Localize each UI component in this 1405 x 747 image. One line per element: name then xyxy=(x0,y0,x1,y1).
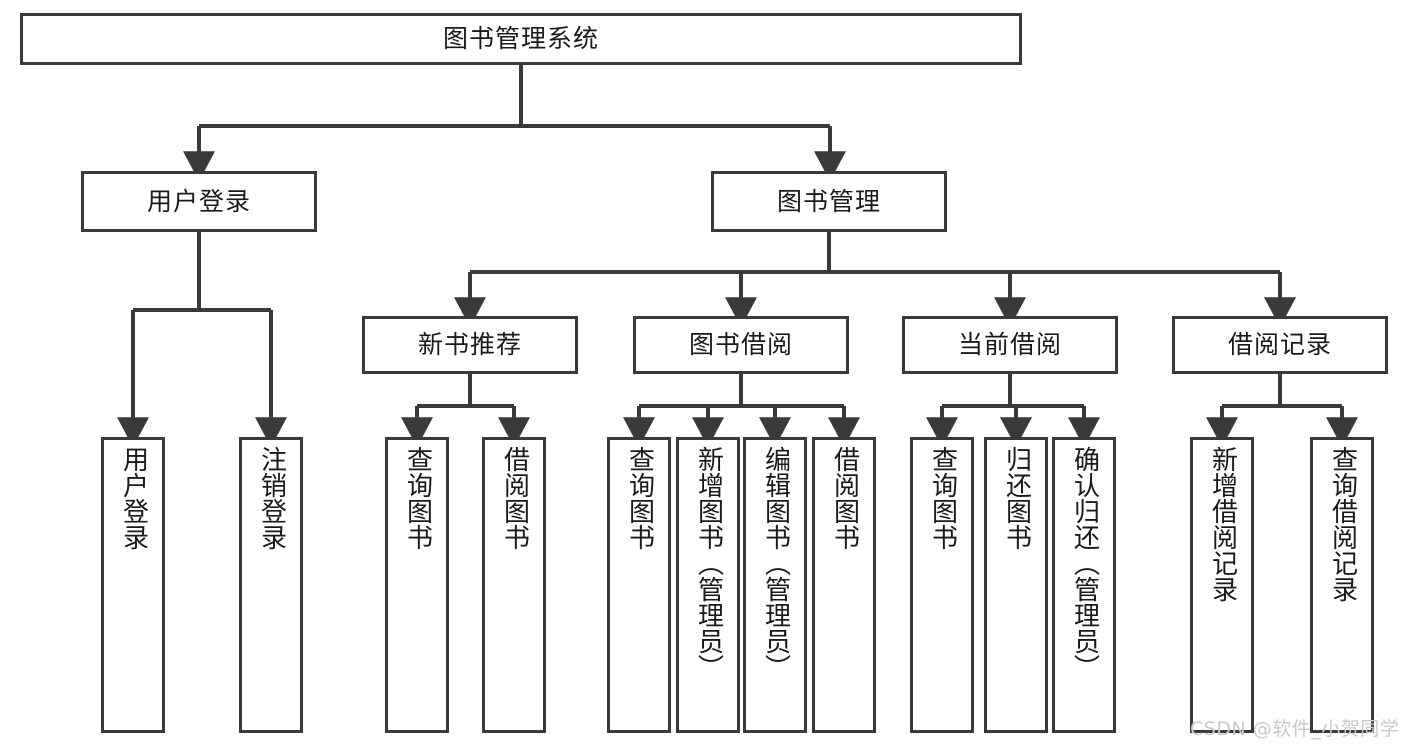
node-label: 注销登录 xyxy=(256,446,287,550)
node-leaf-借阅记录-新增借阅记录[interactable]: 新增借阅记录 xyxy=(1190,437,1254,733)
node-label: 确认归还（管理员） xyxy=(1069,446,1100,680)
node-level3-借阅记录[interactable]: 借阅记录 xyxy=(1172,316,1388,374)
node-leaf-用户登录-注销登录[interactable]: 注销登录 xyxy=(239,437,303,733)
node-label: 归还图书 xyxy=(1001,446,1032,550)
node-label: 查询借阅记录 xyxy=(1327,446,1358,602)
node-label: 用户登录 xyxy=(118,446,149,550)
node-leaf-新书推荐-借阅图书[interactable]: 借阅图书 xyxy=(482,437,546,733)
node-leaf-图书借阅-编辑图书（管理员）[interactable]: 编辑图书（管理员） xyxy=(743,437,807,733)
node-level2-图书管理[interactable]: 图书管理 xyxy=(711,171,947,232)
node-leaf-当前借阅-归还图书[interactable]: 归还图书 xyxy=(984,437,1048,733)
node-leaf-新书推荐-查询图书[interactable]: 查询图书 xyxy=(385,437,449,733)
node-leaf-当前借阅-确认归还（管理员）[interactable]: 确认归还（管理员） xyxy=(1052,437,1116,733)
node-label: 新增借阅记录 xyxy=(1207,446,1238,602)
node-label: 新书推荐 xyxy=(417,330,522,360)
node-leaf-图书借阅-新增图书（管理员）[interactable]: 新增图书（管理员） xyxy=(676,437,740,733)
node-label: 借阅图书 xyxy=(499,446,530,550)
node-leaf-用户登录-用户登录[interactable]: 用户登录 xyxy=(101,437,165,733)
node-level2-用户登录[interactable]: 用户登录 xyxy=(81,171,317,232)
node-label: 图书借阅 xyxy=(688,330,793,360)
node-label: 图书管理系统 xyxy=(442,24,599,54)
node-leaf-当前借阅-查询图书[interactable]: 查询图书 xyxy=(910,437,974,733)
node-leaf-图书借阅-借阅图书[interactable]: 借阅图书 xyxy=(812,437,876,733)
node-label: 查询图书 xyxy=(402,446,433,550)
node-leaf-图书借阅-查询图书[interactable]: 查询图书 xyxy=(607,437,671,733)
node-label: 查询图书 xyxy=(624,446,655,550)
node-level3-当前借阅[interactable]: 当前借阅 xyxy=(902,316,1118,374)
node-label: 借阅记录 xyxy=(1227,330,1332,360)
node-root-图书管理系统[interactable]: 图书管理系统 xyxy=(20,13,1022,65)
node-level3-图书借阅[interactable]: 图书借阅 xyxy=(633,316,849,374)
node-label: 新增图书（管理员） xyxy=(693,446,724,680)
csdn-watermark: CSDN @软件_小贺同学 xyxy=(1190,718,1400,740)
node-label: 查询图书 xyxy=(927,446,958,550)
node-label: 当前借阅 xyxy=(957,330,1062,360)
node-label: 图书管理 xyxy=(776,186,881,216)
node-label: 借阅图书 xyxy=(829,446,860,550)
node-leaf-借阅记录-查询借阅记录[interactable]: 查询借阅记录 xyxy=(1310,437,1374,733)
node-label: 用户登录 xyxy=(146,186,251,216)
node-label: 编辑图书（管理员） xyxy=(760,446,791,680)
node-level3-新书推荐[interactable]: 新书推荐 xyxy=(362,316,578,374)
